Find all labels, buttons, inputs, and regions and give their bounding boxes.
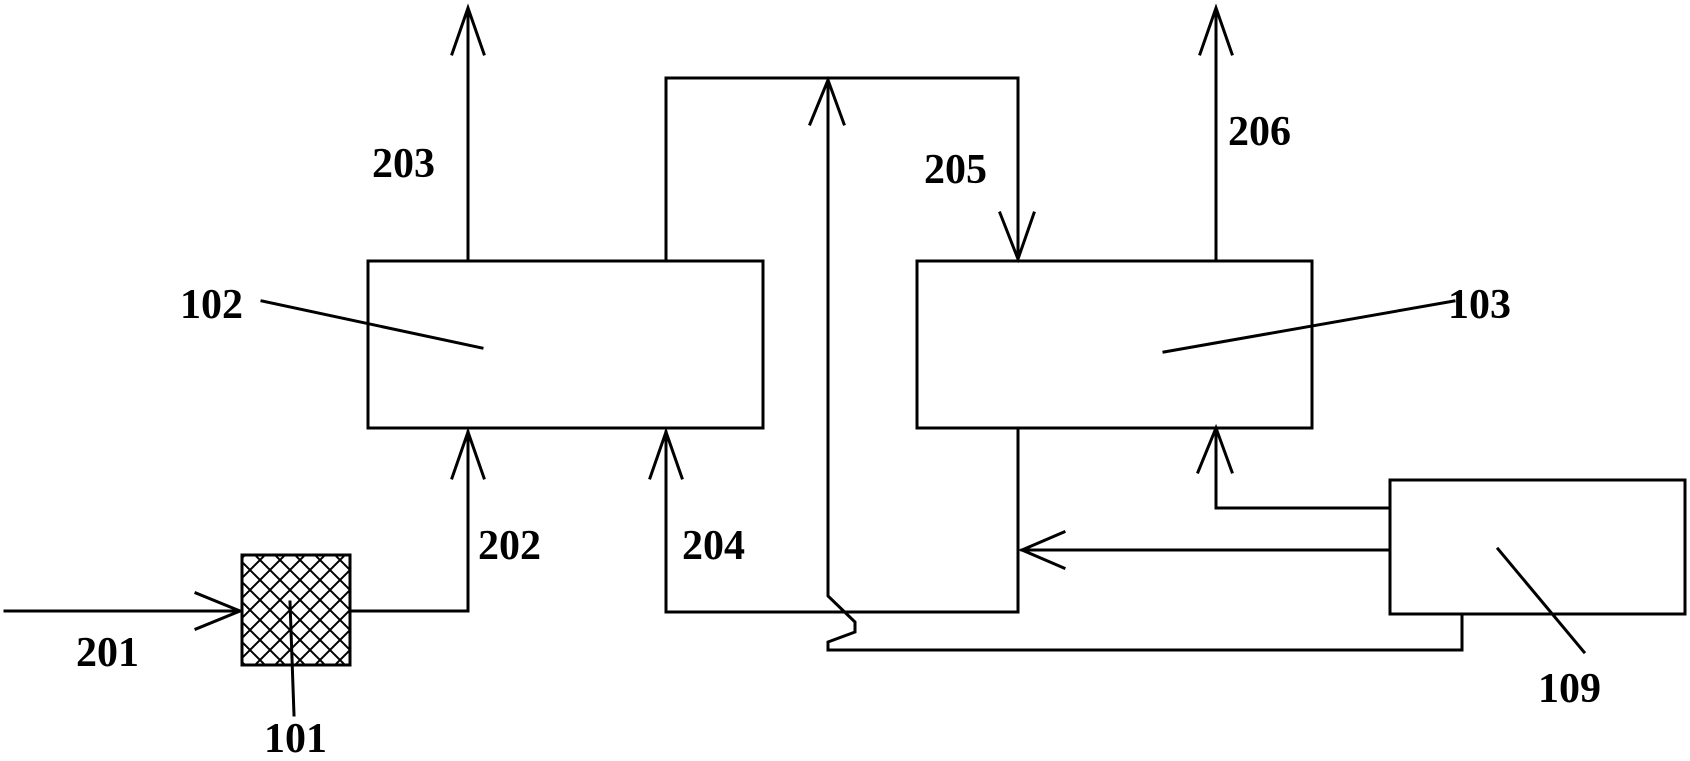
arrow-head-109-to-103 xyxy=(1196,423,1234,474)
unit-103-box xyxy=(915,259,1314,430)
leader-109 xyxy=(1495,546,1587,655)
label-201: 201 xyxy=(76,630,139,676)
arrow-head-109-recycle xyxy=(808,75,846,126)
arrow-head-206 xyxy=(1198,3,1234,56)
arrow-head-202 xyxy=(450,427,486,480)
stream-203 xyxy=(450,3,486,263)
label-202: 202 xyxy=(478,523,541,569)
stream-109-to-103 xyxy=(1196,423,1392,510)
arrow-head-204 xyxy=(648,427,684,480)
leader-102 xyxy=(260,299,484,350)
label-206: 206 xyxy=(1228,109,1291,155)
stream-109-recycle xyxy=(808,75,1464,652)
stream-202 xyxy=(348,427,486,613)
label-109: 109 xyxy=(1538,666,1601,712)
arrow-head-203 xyxy=(450,3,486,56)
stream-205 xyxy=(664,76,1036,264)
stream-206 xyxy=(1198,3,1234,263)
label-102: 102 xyxy=(180,282,243,328)
unit-102-box xyxy=(366,259,765,430)
unit-109-box xyxy=(1388,478,1687,616)
label-103: 103 xyxy=(1448,282,1511,328)
unit-101 xyxy=(240,553,352,667)
stream-201 xyxy=(3,591,244,631)
leader-101 xyxy=(288,600,296,717)
stream-109-to-204 xyxy=(1018,530,1392,570)
arrow-head-201 xyxy=(194,591,244,631)
arrow-head-109-to-204 xyxy=(1018,530,1066,570)
label-101: 101 xyxy=(264,716,327,761)
leader-103 xyxy=(1162,299,1456,354)
stream-204 xyxy=(648,426,1020,614)
label-203: 203 xyxy=(372,141,435,187)
label-205: 205 xyxy=(924,147,987,193)
arrow-head-205 xyxy=(998,211,1036,264)
label-204: 204 xyxy=(682,523,745,569)
